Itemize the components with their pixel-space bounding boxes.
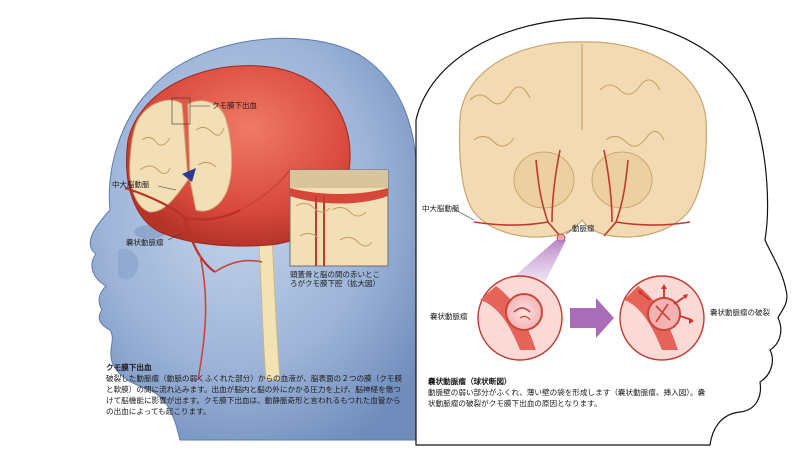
label-saccular-aneurysm-right: 嚢状動脈瘤 <box>430 312 468 321</box>
label-subarachnoid-hemorrhage: クモ膜下出血 <box>212 101 257 110</box>
middle-cerebral-artery <box>124 186 241 273</box>
label-mca-right: 中大脳動脈 <box>422 204 460 213</box>
ventricle <box>182 168 196 182</box>
face-feature <box>118 248 139 280</box>
label-aneurysm-rupture: 嚢状動脈瘤の破裂 <box>710 308 770 317</box>
basal-ganglia-left <box>513 151 575 209</box>
left-caption-title: クモ膜下出血 <box>106 363 152 372</box>
leader-mca <box>157 185 177 191</box>
zoom-box <box>171 97 191 125</box>
label-aneurysm-top: 動脈瘤 <box>572 224 595 233</box>
progression-arrow <box>570 298 614 338</box>
artery-branches <box>197 169 291 381</box>
right-caption-title: 嚢状動脈瘤（球状断図） <box>428 377 512 386</box>
coronal-brain <box>458 41 707 238</box>
inset-zoom <box>289 169 389 267</box>
right-caption-body: 動脈壁の弱い部分がふくれ、薄い壁の袋を形成します（嚢状動脈瘤、挿入図）。嚢状動脈… <box>428 388 706 408</box>
coronal-arteries <box>473 149 691 237</box>
label-middle-cerebral-artery: 中大脳動脈 <box>112 180 150 189</box>
leader-mca-right <box>451 207 475 221</box>
brain-cross-section <box>129 99 189 213</box>
right-caption: 嚢状動脈瘤（球状断図） 動脈壁の弱い部分がふくれ、薄い壁の袋を形成します（嚢状動… <box>428 376 708 409</box>
left-panel <box>89 37 417 441</box>
left-caption-body: 破裂した動脈瘤（動脈の弱くふくれた部分）からの血液が、脳表面の２つの膜（クモ膜と… <box>106 374 402 416</box>
aneurysm-zoom-ruptured <box>619 275 705 361</box>
spinal-cord <box>257 231 281 381</box>
label-saccular-aneurysm: 嚢状動脈瘤 <box>126 238 164 247</box>
leader-aneurysm <box>167 233 181 241</box>
brain-cross-section-right <box>187 100 233 212</box>
aneurysm-zoom-intact <box>477 275 563 361</box>
coronal-gyri <box>469 79 665 147</box>
right-panel <box>415 17 788 446</box>
left-caption: クモ膜下出血 破裂した動脈瘤（動脈の弱くふくれた部分）からの血液が、脳表面の２つ… <box>106 362 408 417</box>
leader-aneurysm-top <box>565 229 573 235</box>
label-inset-description: 頭蓋骨と脳の間の赤いところがクモ膜下腔（拡大図） <box>290 270 380 288</box>
gyri-lines <box>139 126 225 174</box>
